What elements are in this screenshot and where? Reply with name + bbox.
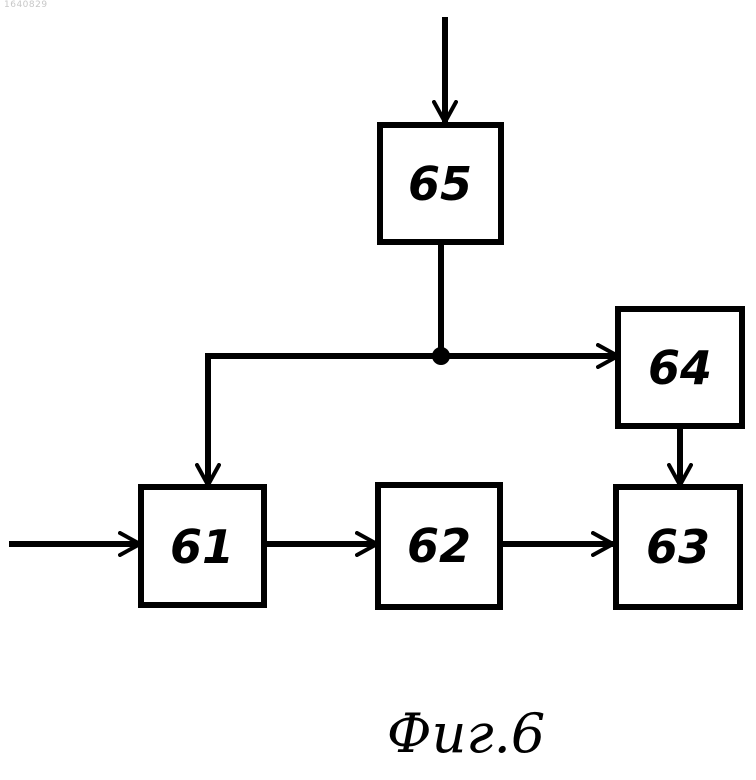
block-61-label: 61 xyxy=(170,520,234,574)
block-64-label: 64 xyxy=(648,341,712,395)
block-62-label: 62 xyxy=(407,519,471,573)
block-63-label: 63 xyxy=(646,520,710,574)
junction-dot xyxy=(432,347,450,365)
figure-caption: Фиг.6 xyxy=(387,702,545,765)
block-65-label: 65 xyxy=(408,157,472,211)
arrow-junction-to-61 xyxy=(208,356,441,485)
